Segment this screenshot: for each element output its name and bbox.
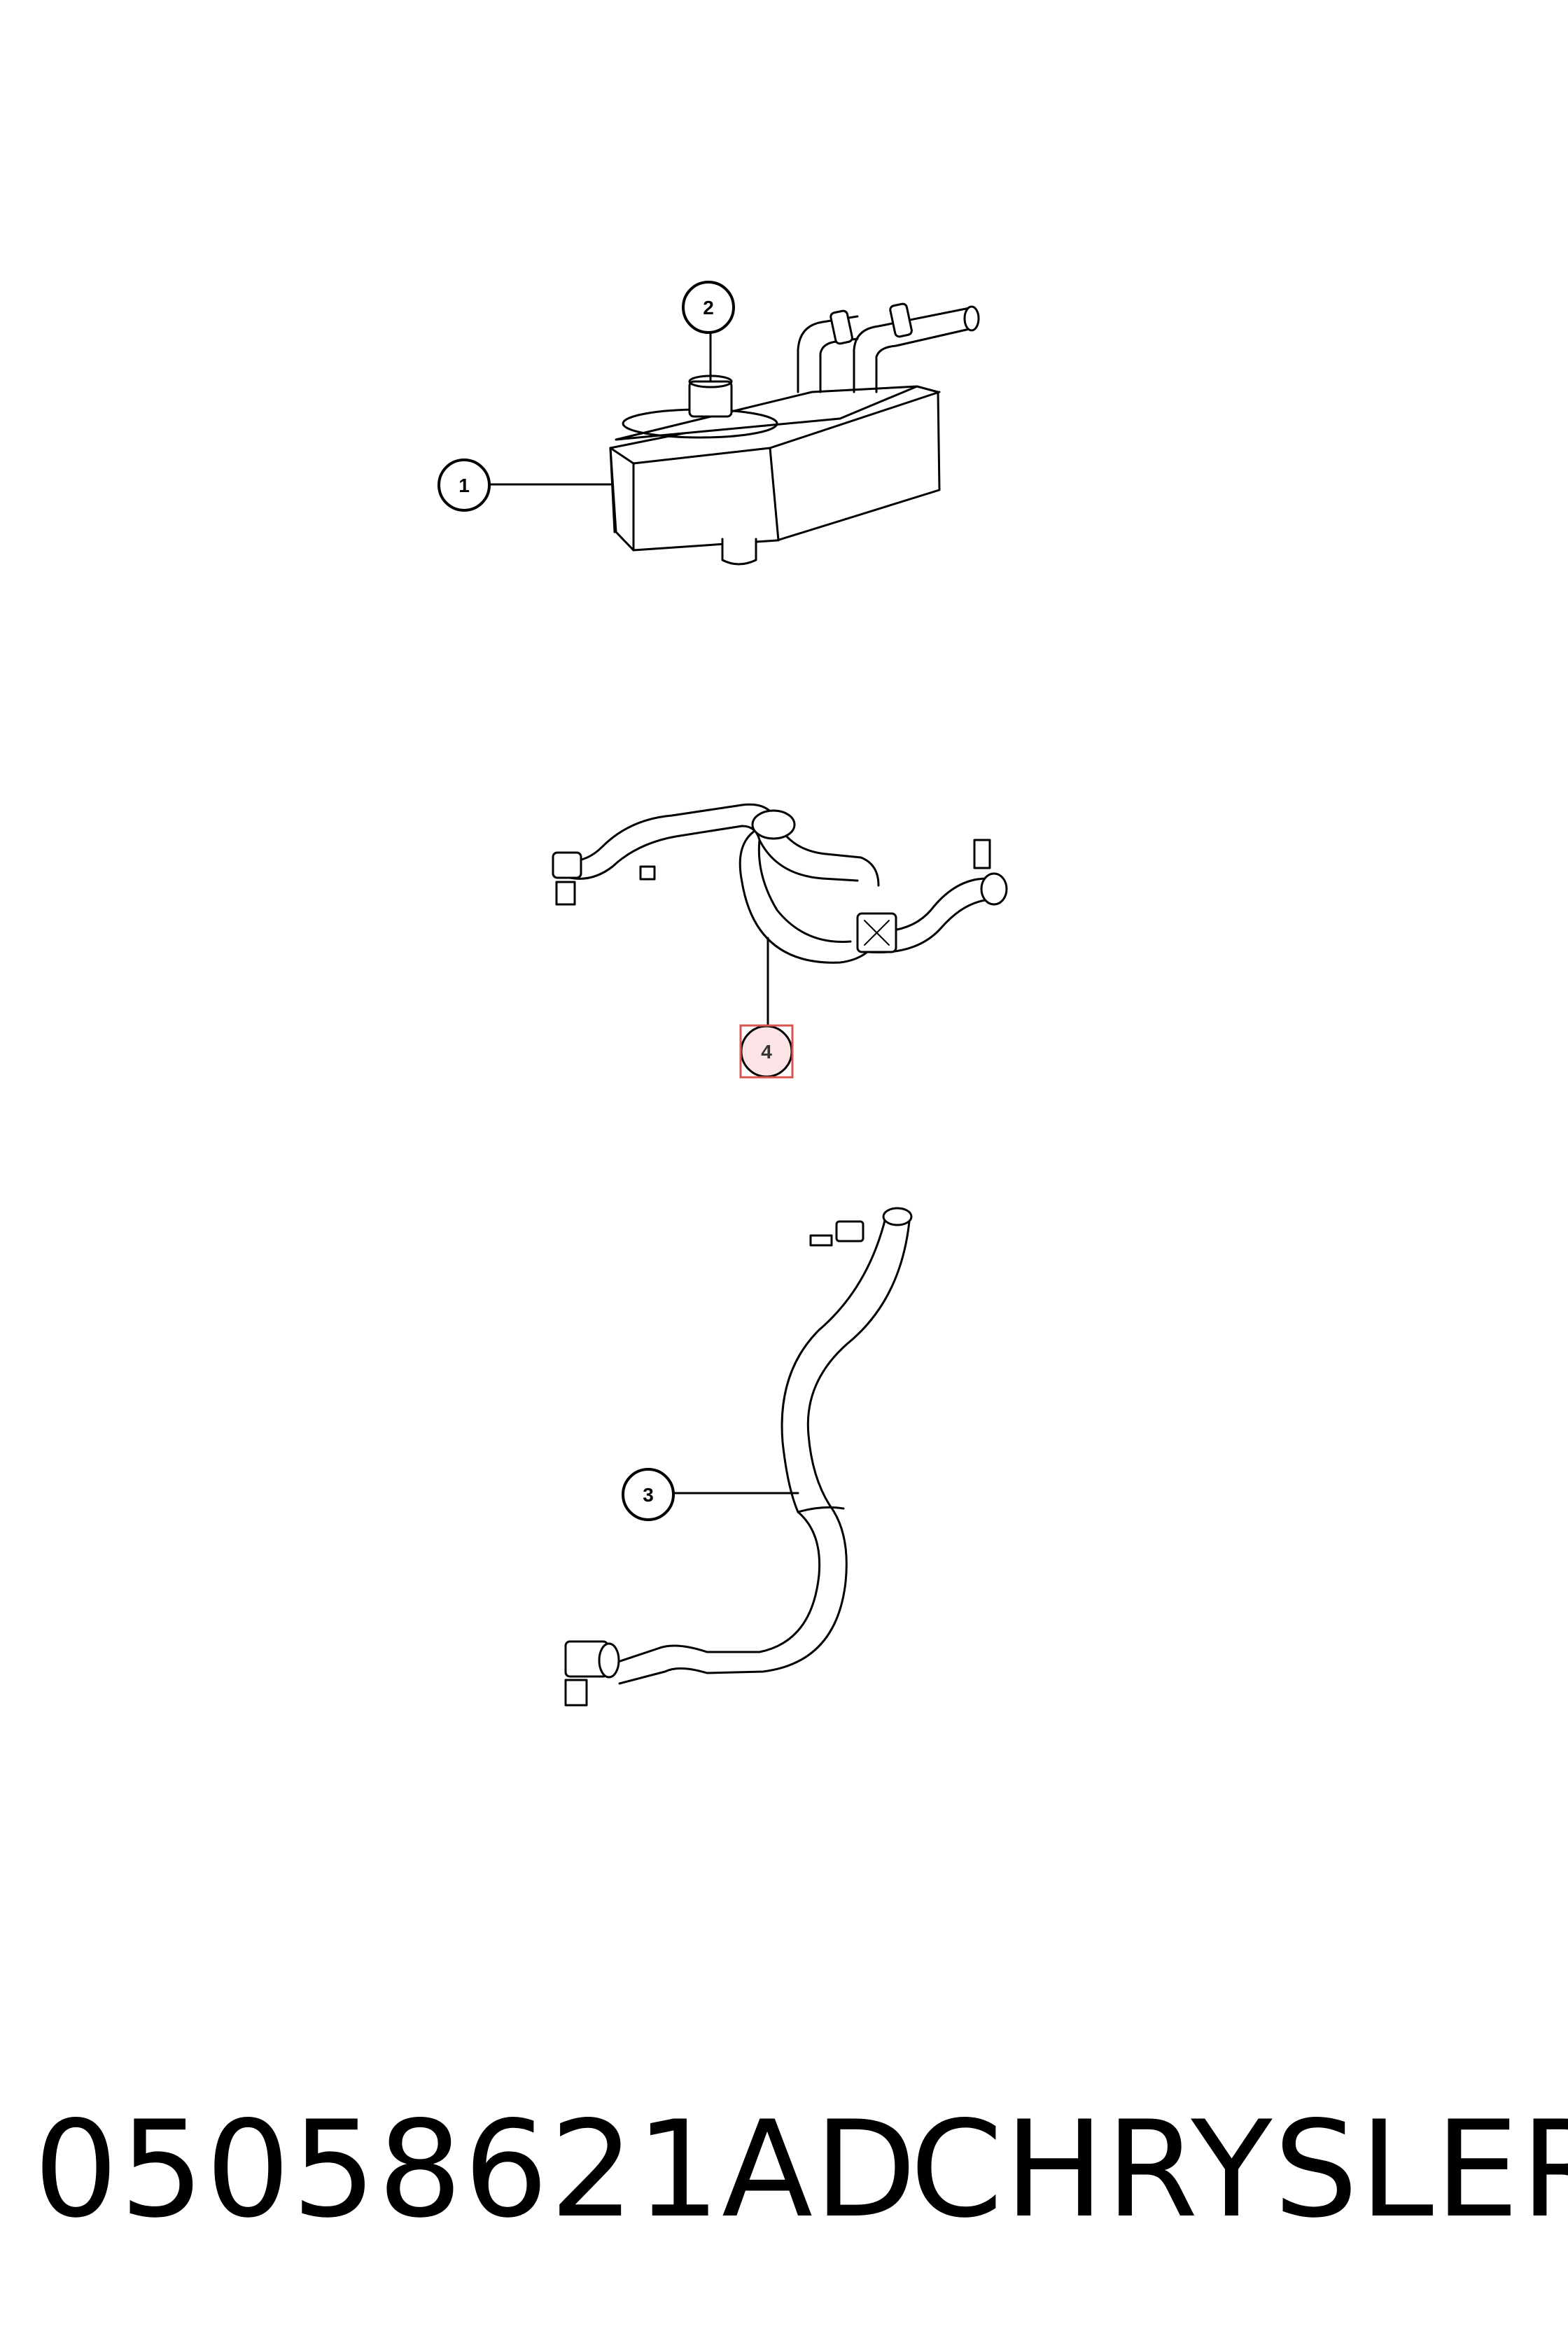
callout-3-label: 3 [643,1484,654,1506]
callout-4[interactable]: 4 [739,1024,794,1079]
callout-2-label: 2 [703,297,714,318]
callout-4-highlight-box [739,1024,794,1079]
long-hose-part [564,1207,913,1707]
callout-3: 3 [622,1468,675,1521]
oil-cooler-part [609,302,980,566]
part-number-caption: 05058621AD [34,2092,918,2247]
brand-caption: CHRYSLER [910,2092,1568,2247]
callout-4-label: 4 [761,1041,772,1063]
hose-assembly-part [552,803,1008,964]
callout-1-label: 1 [458,475,470,496]
callout-2: 2 [682,281,735,334]
callout-1: 1 [438,458,491,512]
